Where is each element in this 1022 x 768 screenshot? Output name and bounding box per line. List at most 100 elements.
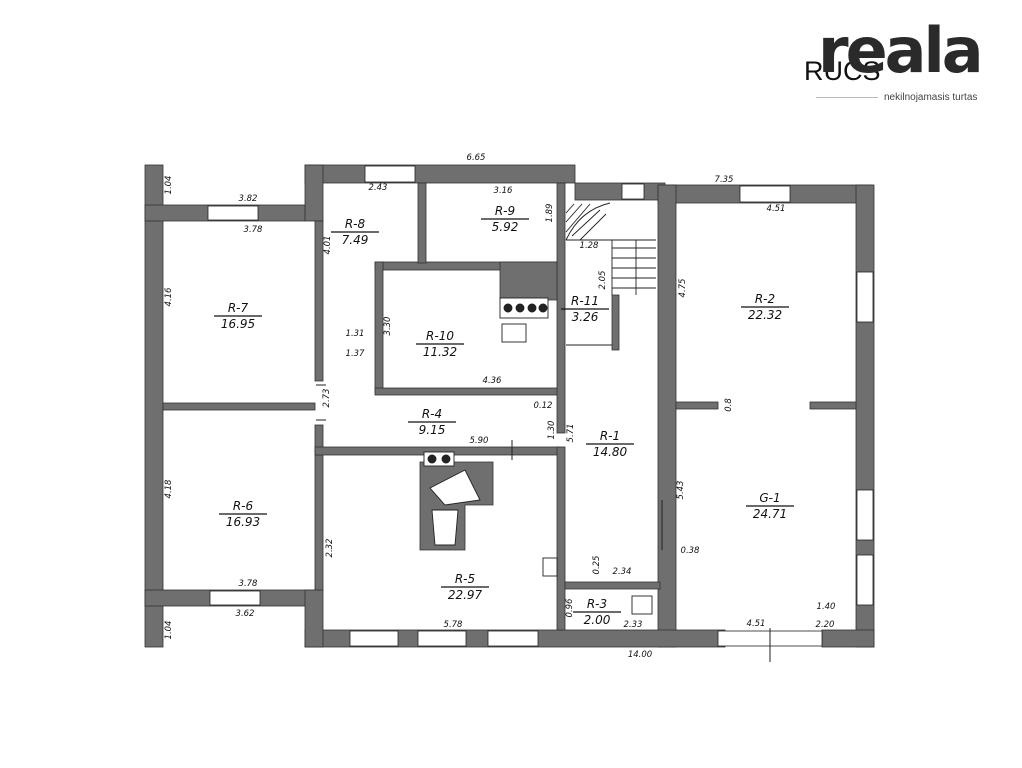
window-r2-right	[856, 271, 874, 323]
dimension-label: 1.04	[164, 621, 174, 640]
staircase	[565, 202, 656, 295]
dimension-label: 0.25	[592, 556, 602, 575]
room-id-r-11: R-11	[571, 294, 599, 308]
walls	[144, 164, 875, 648]
room-id-r-8: R-8	[345, 217, 366, 231]
dimension-label: 1.28	[580, 241, 600, 251]
wall-top-mid	[304, 164, 576, 184]
dimension-label: 1.40	[817, 602, 836, 612]
dimension-label: 2.20	[816, 620, 835, 630]
chimney-face	[429, 469, 481, 506]
wall-r9-stair	[556, 182, 566, 434]
dimension-label: 3.82	[239, 194, 258, 204]
wc-marker	[542, 557, 558, 577]
wall-left-corridor-b	[314, 424, 324, 591]
room-area-r-10: 11.32	[423, 345, 457, 359]
dimension-label: 1.89	[545, 204, 555, 223]
dimension-label: 14.00	[628, 650, 652, 660]
room-id-r-2: R-2	[755, 292, 775, 306]
wall-r2-g1-b	[809, 401, 857, 410]
dimension-label: 0.8	[724, 398, 734, 412]
dimension-label: 2.34	[613, 567, 632, 577]
oven-knob-2	[441, 454, 451, 464]
brand-logo-text: reala	[818, 14, 984, 87]
stove-burner-3	[527, 303, 537, 313]
room-area-r-6: 16.93	[226, 515, 260, 529]
wall-r8-r9	[417, 182, 427, 264]
dimension-label: 4.75	[678, 279, 688, 298]
wall-top-stair	[574, 182, 666, 201]
dimension-label: 4.51	[767, 204, 786, 214]
dimension-label: 4.18	[164, 479, 174, 499]
wall-left-corridor	[314, 220, 324, 382]
room-area-r-1: 14.80	[593, 445, 628, 459]
dimension-label: 5.43	[676, 481, 686, 500]
dimension-label: 5.78	[444, 620, 464, 630]
brand-divider	[816, 97, 878, 98]
oven-knob-1	[427, 454, 437, 464]
dimension-label: 4.36	[483, 376, 503, 386]
room-id-r-9: R-9	[495, 204, 515, 218]
wall-r2-g1-a	[675, 401, 719, 410]
dimension-label: 1.31	[346, 329, 365, 339]
dimension-label: 3.30	[383, 317, 393, 336]
room-id-r-6: R-6	[233, 499, 254, 513]
room-area-g-1: 24.71	[753, 507, 787, 521]
dimension-label: 2.43	[369, 183, 388, 193]
brand-tagline: nekilnojamasis turtas	[884, 92, 978, 103]
wall-bottom-right	[821, 629, 875, 648]
dimension-label: 2.32	[325, 539, 335, 558]
wall-r5-right	[556, 446, 566, 631]
room-area-r-4: 9.15	[419, 423, 446, 437]
wall-r10-bottom	[374, 387, 561, 396]
dimension-label: 3.78	[244, 225, 264, 235]
dimension-label: 0.12	[534, 401, 553, 411]
wall-r3-top	[564, 581, 661, 590]
window-r7	[207, 205, 259, 221]
dimension-label: 3.62	[236, 609, 255, 619]
toilet	[631, 595, 653, 615]
room-id-r-7: R-7	[228, 301, 249, 315]
wall-right-block-left	[657, 184, 677, 648]
brand-logo-block: RUCS reala nekilnojamasis turtas	[804, 20, 1004, 110]
dimension-label: 3.16	[494, 186, 514, 196]
window-g1-right-a	[856, 489, 874, 541]
dimension-label: 2.05	[598, 271, 608, 290]
stove-burner-4	[538, 303, 548, 313]
chimney-r10	[499, 261, 558, 301]
dimension-label: 1.04	[164, 176, 174, 195]
room-area-r-3: 2.00	[584, 613, 611, 627]
window-r2-top	[739, 185, 791, 203]
window-r8	[364, 165, 416, 183]
window-r6	[209, 590, 261, 606]
room-id-r-10: R-10	[426, 329, 454, 343]
wall-mid-vertical-a	[304, 164, 324, 222]
window-stair	[621, 183, 645, 200]
wall-bottom-left-notch	[304, 589, 324, 648]
room-labels: R-716.95R-616.93R-87.49R-95.92R-1011.32R…	[214, 204, 794, 627]
room-id-r-3: R-3	[587, 597, 607, 611]
room-id-g-1: G-1	[759, 491, 780, 505]
brand-prefix: RUCS	[804, 56, 881, 86]
stove	[423, 297, 653, 615]
room-area-r-9: 5.92	[492, 220, 519, 234]
dimension-label: 5.90	[470, 436, 489, 446]
room-id-r-5: R-5	[455, 572, 475, 586]
dimension-label: 2.33	[624, 620, 643, 630]
stove-burner-2	[515, 303, 525, 313]
stove-burner-1	[503, 303, 513, 313]
dimension-label: 2.73	[322, 389, 332, 408]
dimension-label: 5.71	[566, 424, 576, 443]
room-id-r-1: R-1	[600, 429, 620, 443]
dimension-label: 0.96	[565, 598, 575, 618]
window-g1-right-b	[856, 554, 874, 606]
door-marks	[316, 344, 771, 662]
wall-r7-r6	[162, 402, 316, 411]
dimension-label: 3.78	[239, 579, 259, 589]
windows	[207, 165, 874, 647]
wall-r11-right	[611, 294, 620, 351]
room-area-r-8: 7.49	[342, 233, 369, 247]
sink	[501, 323, 527, 343]
